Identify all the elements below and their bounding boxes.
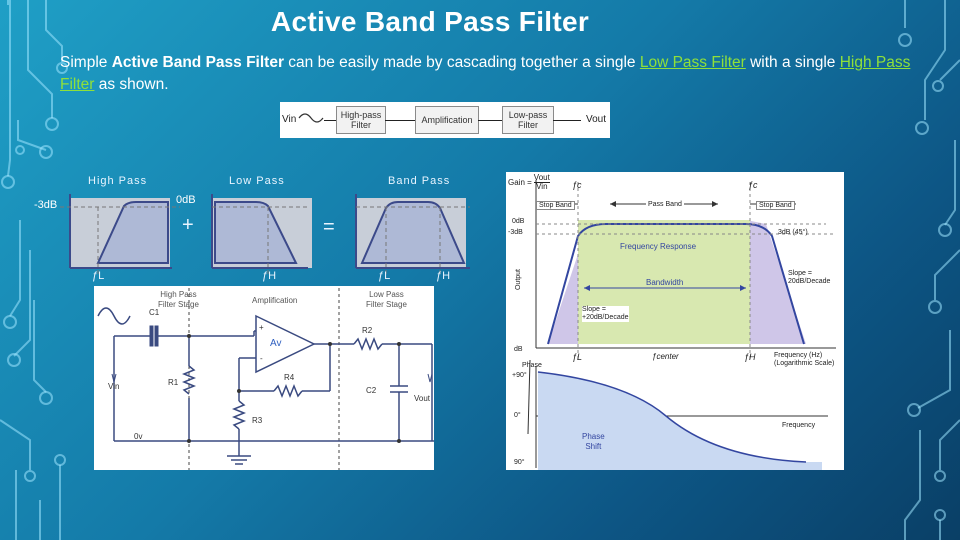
r1-label: R1: [168, 378, 179, 387]
minus-3db-tick: -3dB: [508, 229, 523, 236]
slope-right-label: Slope =20dB/Decade: [788, 270, 831, 285]
fcenter-axis-label: ƒcenter: [652, 352, 679, 361]
wire: [478, 120, 502, 121]
av-label: Av: [270, 338, 282, 349]
fc-left-label: ƒc: [572, 180, 582, 190]
slope-left-label: Slope =+20dB/Decade: [582, 306, 629, 322]
gain-formula: Gain = Vout Vin: [508, 173, 550, 191]
intro-paragraph: Simple Active Band Pass Filter can be ea…: [60, 52, 920, 96]
low-pass-filter-link[interactable]: Low Pass Filter: [639, 54, 746, 71]
slide-title: Active Band Pass Filter: [270, 6, 590, 37]
frequency-label: Frequency: [782, 422, 816, 429]
bp-fh-label: ƒH: [436, 270, 451, 282]
stop-band-right: Stop Band: [756, 201, 795, 210]
frequency-axis-label: Frequency (Hz)(Logarithmic Scale): [774, 352, 835, 367]
c1-label: C1: [149, 308, 160, 317]
minus-90-tick: 90°: [514, 459, 525, 466]
schematic-drawing: [97, 288, 434, 470]
db-axis-label: dB: [514, 346, 523, 353]
output-axis-label: Output: [515, 268, 523, 291]
plus-input-label: +: [259, 323, 264, 332]
intro-text-3: with a single: [745, 54, 840, 71]
r2-label: R2: [362, 326, 373, 335]
r4-label: R4: [284, 373, 295, 382]
minus-3db-label: -3dB: [34, 199, 58, 211]
phase-axis-label: Phase: [522, 362, 542, 369]
lp-fh-label: ƒH: [262, 270, 277, 282]
fh-axis-label: ƒH: [744, 352, 756, 362]
bandwidth-label: Bandwidth: [646, 278, 684, 287]
plus-sign: +: [182, 214, 195, 236]
ground-0v-label: 0v: [134, 432, 143, 441]
vin-label: Vin: [108, 382, 120, 391]
fl-axis-label: ƒL: [572, 352, 583, 362]
bp-fl-label: ƒL: [378, 270, 391, 282]
freq-response-label: Frequency Response: [620, 242, 697, 251]
high-pass-filter-link[interactable]: High Pass Filter: [60, 54, 911, 93]
block-vout-label: Vout: [586, 114, 607, 125]
amplification-block: Amplification: [415, 106, 479, 134]
zero-deg-tick: 0°: [514, 412, 521, 419]
c2-label: C2: [366, 386, 377, 395]
intro-text-1: Simple: [60, 54, 112, 71]
vout-label: Vout: [414, 394, 431, 403]
zero-db-label: 0dB: [176, 194, 196, 206]
wire: [385, 120, 415, 121]
intro-text-4: as shown.: [94, 76, 169, 93]
intro-bold-term: Active Band Pass Filter: [111, 54, 284, 71]
equals-sign: =: [323, 216, 336, 238]
response-thumbnails: [60, 194, 470, 276]
low-pass-label: Low Pass: [229, 175, 285, 187]
plus-90-tick: +90°: [512, 372, 527, 379]
band-pass-label: Band Pass: [388, 175, 451, 187]
minus-input-label: -: [260, 354, 263, 363]
hp-fl-label: ƒL: [92, 270, 105, 282]
wire: [553, 120, 581, 121]
sine-wave-icon: [298, 113, 324, 123]
fc-right-label: ƒc: [748, 180, 758, 190]
zero-db-tick: 0dB: [512, 218, 525, 225]
wire: [324, 120, 336, 121]
bode-plot: Gain = Vout Vin ƒc ƒc Stop Band Pass Ban…: [506, 172, 844, 470]
stop-band-left: Stop Band: [536, 201, 575, 210]
intro-text-2: can be easily made by cascading together…: [283, 54, 640, 71]
three-db-45-label: 3dB (45°): [778, 229, 808, 236]
high-pass-label: High Pass: [88, 175, 148, 187]
block-vin-label: Vin: [282, 114, 297, 125]
pass-band-label: Pass Band: [646, 201, 684, 208]
amp-stage-label: Amplification: [252, 296, 298, 305]
r3-label: R3: [252, 416, 263, 425]
